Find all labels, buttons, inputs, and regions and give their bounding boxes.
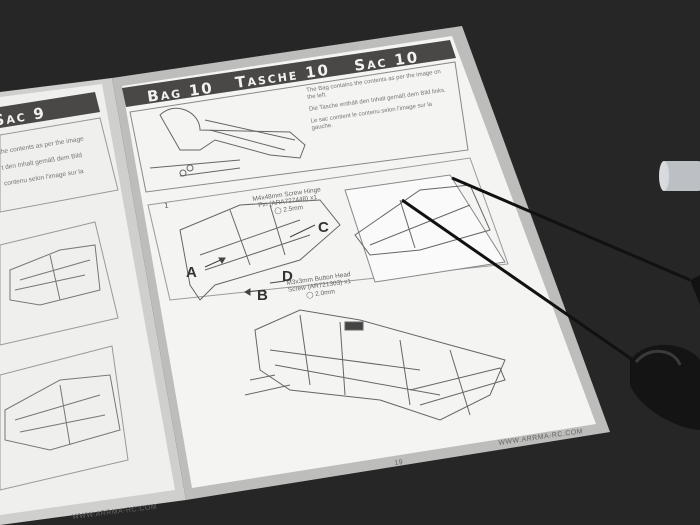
arrows — [204, 224, 316, 296]
label-a: A — [186, 264, 197, 281]
parts-sketch — [149, 107, 306, 177]
left-page-inner — [0, 84, 175, 515]
left-diagram-sketch — [4, 244, 121, 451]
left-diagram-box-2 — [0, 345, 129, 491]
page-number: 19 — [394, 458, 404, 467]
label-d: D — [282, 268, 293, 285]
left-diagram-box-1 — [0, 221, 119, 346]
screwdriver-handle[interactable] — [630, 275, 700, 430]
left-header-band — [0, 92, 100, 128]
right-header-band — [122, 40, 456, 107]
metal-socket — [659, 161, 700, 191]
step-box — [147, 157, 509, 301]
assembly-sketch — [179, 184, 506, 421]
step-number: 1 — [164, 202, 169, 210]
screwdriver-rods — [401, 176, 691, 367]
bag-contents-box — [129, 61, 469, 193]
label-c: C — [318, 219, 329, 236]
left-text-box — [0, 117, 119, 213]
label-b: B — [257, 287, 268, 304]
right-page-inner — [122, 36, 596, 488]
detail-inset-box — [344, 174, 506, 283]
